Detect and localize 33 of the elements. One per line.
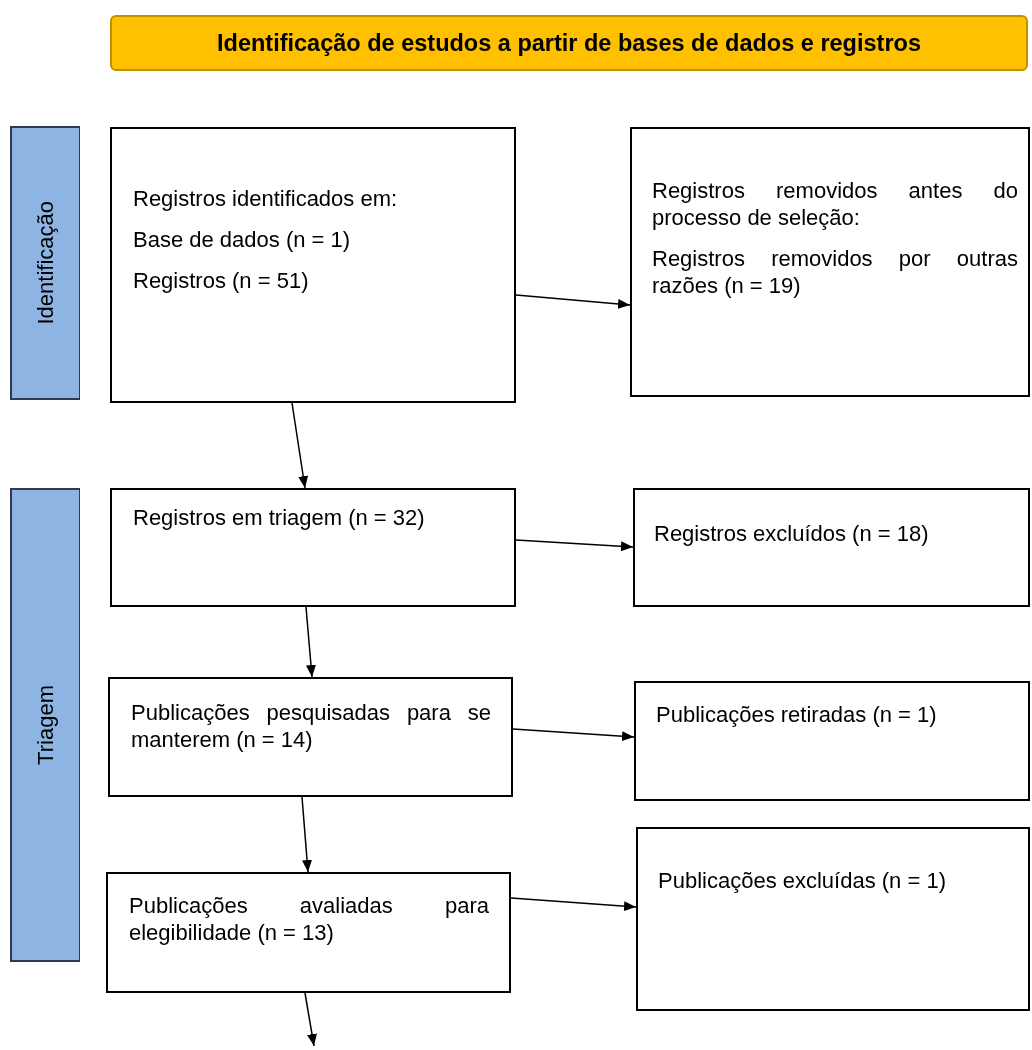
process-box [110,488,516,607]
phase-label: Identificação [32,201,59,325]
box-text: Registros removidos por outras razões (n = 19) [652,245,1018,299]
title-text: Identificação de estudos a partir de bases de dados e registros [217,29,921,57]
phase-band [10,488,80,962]
arrow [305,606,316,678]
process-box [634,681,1030,801]
box-text: Registros (n = 51) [133,267,310,294]
arrow [510,897,637,912]
process-box [110,127,516,403]
box-text: Publicações retiradas (n = 1) [656,701,938,728]
process-box [636,827,1030,1011]
box-text: Registros excluídos (n = 18) [654,520,930,547]
box-text: Publicações pesquisadas para se manterem (n = 14) [131,699,491,753]
process-box [106,872,511,993]
box-text: Base de dados (n = 1) [133,226,352,253]
arrow [291,402,309,489]
title-banner [110,15,1028,71]
arrow [515,294,631,309]
arrow [515,539,634,552]
process-box [633,488,1030,607]
box-text: Registros em triagem (n = 32) [133,504,426,531]
arrow [301,796,313,873]
process-box [108,677,513,797]
box-text: Registros removidos antes do processo de seleção: [652,177,1018,231]
phase-label: Triagem [32,685,59,765]
box-text: Registros identificados em: [133,185,399,212]
box-text: Publicações excluídas (n = 1) [658,867,947,894]
box-text: Publicações avaliadas para elegibilidade (n = 13) [129,892,489,946]
arrow [304,992,317,1047]
arrow [512,728,635,742]
process-box [630,127,1030,397]
phase-band [10,126,80,400]
